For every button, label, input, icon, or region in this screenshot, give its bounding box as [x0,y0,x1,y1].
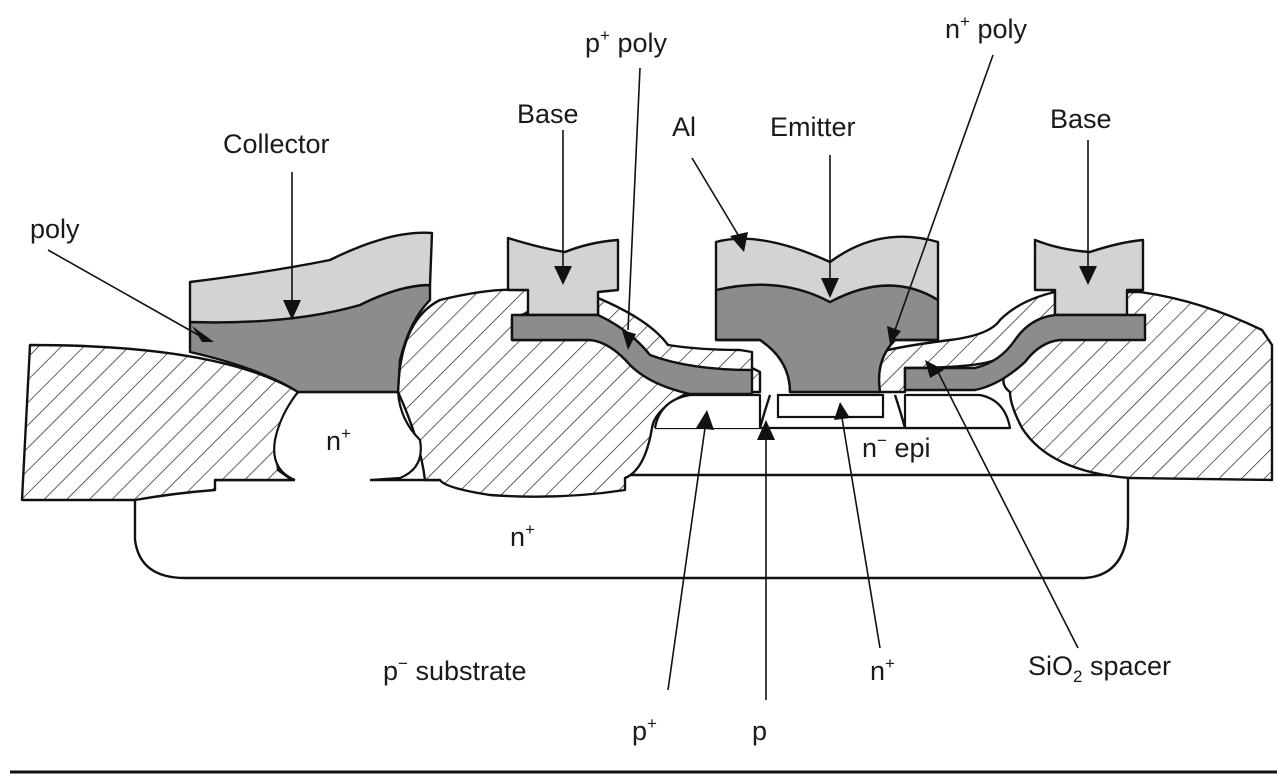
pointer-p-plus-poly [622,67,641,350]
right-base-poly [903,313,1147,392]
label-n-plus-emitter: n+ [870,654,895,686]
pointer-base-right [1079,140,1097,285]
emitter-poly-lower [716,338,938,394]
label-p-plus: p+ [632,714,657,746]
pointer-poly [47,249,214,342]
label-base-left: Base [517,99,579,129]
label-n-epi: n− epi [862,431,931,463]
collector-n-plus-region [273,390,422,482]
label-base-right: Base [1050,104,1112,134]
pointer-al [691,157,748,252]
pointer-p-plus [667,410,714,691]
label-n-plus-collector: n+ [326,424,351,456]
pointer-sio2-spacer [925,360,1079,649]
label-poly: poly [30,214,80,244]
pointer-n-plus-poly [887,54,994,345]
label-n-plus-buried: n+ [510,520,535,552]
left-base-poly [510,313,754,396]
label-n-plus-poly: n+ poly [945,12,1028,44]
label-sio2-spacer: SiO2 spacer [1028,651,1171,686]
n-plus-buried-layer [133,478,1130,580]
emitter-metal [714,235,940,304]
label-al: Al [672,112,696,142]
pointer-emitter [821,155,839,298]
pointer-collector [283,172,301,320]
p-intrinsic-base [758,394,907,429]
pointer-n-plus-emitter [834,402,881,649]
label-emitter: Emitter [770,112,856,142]
label-p-plus-poly: p+ poly [585,26,668,58]
label-collector: Collector [223,129,330,159]
label-p-substrate: p− substrate [383,654,527,686]
pointer-base-left [554,130,572,285]
n-plus-emitter-box [776,393,885,419]
center-field-oxide [396,288,692,498]
label-p: p [752,716,767,746]
pointer-p [757,420,775,700]
